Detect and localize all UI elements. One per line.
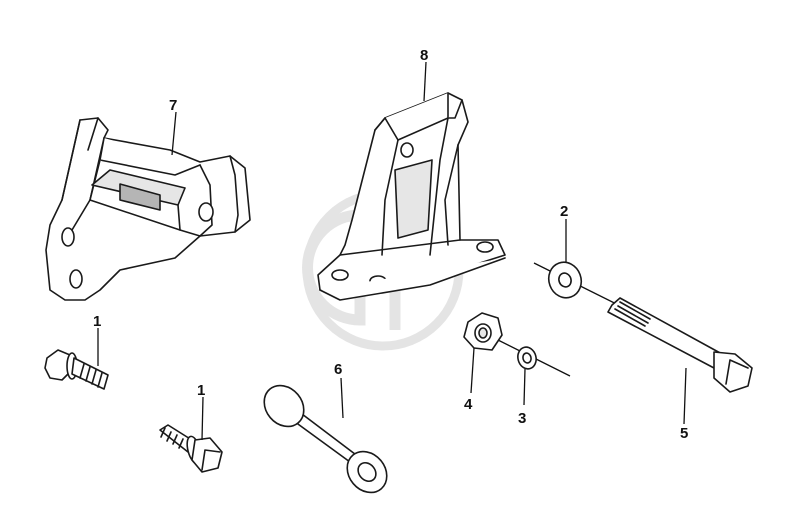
flange-bolt-bottom (159, 424, 223, 473)
callout-bracket-left: 7 (169, 97, 177, 114)
flange-bolt-top (44, 349, 109, 390)
washer-small (517, 346, 537, 370)
callout-bolt-top: 1 (93, 313, 101, 330)
nut (463, 312, 503, 351)
callout-bolt-bottom: 1 (197, 382, 205, 399)
bracket-left (45, 117, 251, 301)
spacer (263, 384, 388, 494)
callout-spacer: 6 (334, 361, 342, 378)
washer-large (547, 261, 583, 299)
callout-washer-small: 3 (518, 410, 526, 427)
callout-long-bolt: 5 (680, 425, 688, 442)
long-bolt (607, 297, 753, 393)
bracket-right (317, 92, 506, 301)
callout-nut: 4 (464, 396, 473, 413)
callout-bracket-right: 8 (420, 47, 428, 64)
callout-washer-large: 2 (560, 203, 568, 220)
